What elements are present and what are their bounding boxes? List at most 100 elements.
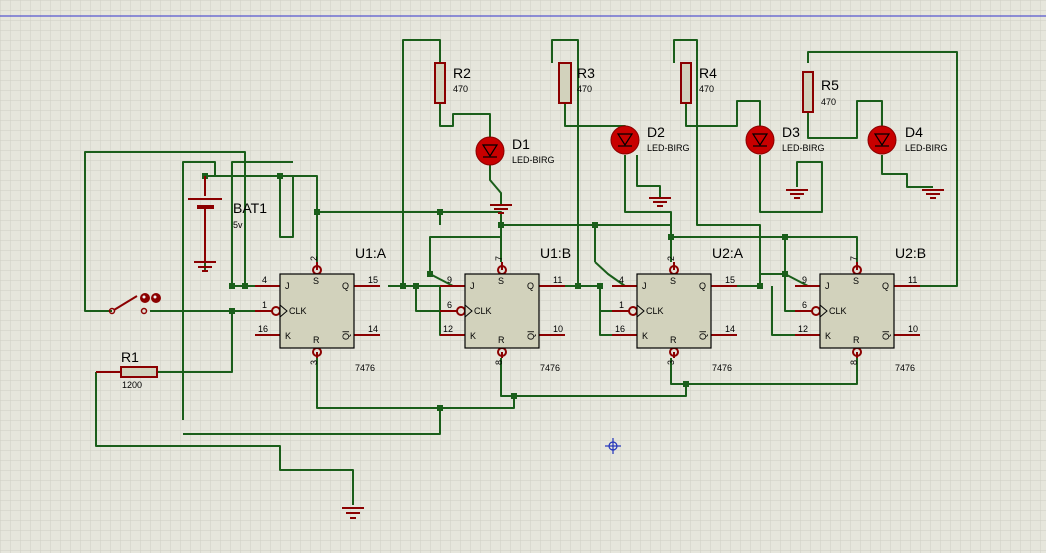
led-part-label: LED-BIRG [905, 143, 948, 153]
flipflop-u2a[interactable]: J CLK K Q QI S R 4 1 16 15 14 2 3 U2:A 7… [612, 245, 744, 373]
battery-bat1[interactable]: BAT1 5v [188, 176, 267, 262]
pin-number-s: 2 [309, 256, 319, 261]
chip-part-label: 7476 [540, 363, 560, 373]
pin-number-s: 7 [849, 256, 859, 261]
pin-number-s: 7 [494, 256, 504, 261]
resistor-value-label: 470 [699, 84, 714, 94]
resistor-ref-label: R5 [821, 77, 839, 93]
pin-name-qi: QI [698, 330, 708, 340]
pin-number-k: 12 [443, 324, 453, 334]
pin-name-s: S [498, 276, 504, 286]
resistor-value-label: 1200 [122, 380, 142, 390]
pin-number-k: 16 [258, 324, 268, 334]
pin-name-r: R [498, 335, 505, 345]
pin-number-r: 3 [309, 360, 319, 365]
resistor-value-label: 470 [821, 97, 836, 107]
resistor-r1[interactable]: R1 1200 [96, 349, 158, 390]
ground-icon [490, 204, 512, 214]
led-diode-icon [616, 133, 634, 147]
resistor-ref-label: R4 [699, 65, 717, 81]
crosshair-cursor-icon [605, 438, 621, 454]
led-diode-icon [873, 133, 891, 147]
pin-name-clk: CLK [646, 306, 664, 316]
pin-number-clk: 1 [619, 300, 624, 310]
flipflop-u1b[interactable]: J CLK K Q QI S R 9 6 12 11 10 7 8 U1:B 7… [440, 245, 571, 373]
chip-ref-label: U1:B [540, 245, 571, 261]
led-ref-label: D1 [512, 136, 530, 152]
resistor-r4[interactable]: R4 470 [680, 62, 717, 104]
pin-number-qi: 10 [553, 324, 563, 334]
led-d2[interactable]: D2 LED-BIRG [610, 124, 690, 155]
pin-number-clk: 6 [447, 300, 452, 310]
resistor-ref-label: R2 [453, 65, 471, 81]
pin-name-clk: CLK [829, 306, 847, 316]
pin-number-j: 4 [262, 275, 267, 285]
pin-number-j: 4 [619, 275, 624, 285]
led-part-label: LED-BIRG [647, 143, 690, 153]
pin-name-j: J [285, 281, 290, 291]
pin-name-k: K [825, 331, 831, 341]
ground-icon [342, 507, 364, 519]
pin-number-r: 8 [494, 360, 504, 365]
pin-number-qi: 14 [368, 324, 378, 334]
pin-name-j: J [470, 281, 475, 291]
pin-number-j: 9 [802, 275, 807, 285]
resistor-ref-label: R1 [121, 349, 139, 365]
chip-part-label: 7476 [895, 363, 915, 373]
resistor-value-label: 470 [577, 84, 592, 94]
pin-name-q: Q [527, 281, 534, 291]
pin-name-clk: CLK [474, 306, 492, 316]
pin-number-q: 11 [908, 275, 917, 285]
battery-value-label: 5v [233, 220, 243, 230]
pin-name-j: J [642, 281, 647, 291]
flipflop-u2b[interactable]: J CLK K Q QI S R 9 6 12 11 10 7 8 U2:B 7… [795, 245, 926, 373]
pin-number-s: 2 [666, 256, 676, 261]
pin-number-q: 11 [553, 275, 562, 285]
pin-name-qi: QI [881, 330, 891, 340]
led-ref-label: D2 [647, 124, 665, 140]
pin-name-q: Q [882, 281, 889, 291]
pin-name-clk: CLK [289, 306, 307, 316]
pin-name-q: Q [342, 281, 349, 291]
resistor-value-label: 470 [453, 84, 468, 94]
led-d3[interactable]: D3 LED-BIRG [745, 124, 825, 155]
pin-number-clk: 6 [802, 300, 807, 310]
ground-icon [649, 197, 671, 207]
pin-name-r: R [670, 335, 677, 345]
pin-name-qi: QI [526, 330, 536, 340]
pin-number-k: 12 [798, 324, 808, 334]
pin-number-q: 15 [368, 275, 378, 285]
pin-name-s: S [670, 276, 676, 286]
chip-part-label: 7476 [355, 363, 375, 373]
ground-icon [194, 261, 216, 272]
resistor-r3[interactable]: R3 470 [558, 62, 595, 104]
resistor-ref-label: R3 [577, 65, 595, 81]
pin-number-clk: 1 [262, 300, 267, 310]
pin-name-r: R [313, 335, 320, 345]
push-button-switch-icon[interactable] [108, 293, 162, 315]
flipflop-u1a[interactable]: J CLK K Q QI S R 4 1 16 15 14 2 3 U1:A 7… [255, 245, 387, 373]
pin-number-r: 8 [849, 360, 859, 365]
resistor-r2[interactable]: R2 470 [434, 62, 471, 104]
chip-ref-label: U2:A [712, 245, 744, 261]
led-part-label: LED-BIRG [512, 155, 555, 165]
led-diode-icon [481, 144, 499, 158]
pin-name-k: K [642, 331, 648, 341]
pin-number-r: 3 [666, 360, 676, 365]
chip-ref-label: U1:A [355, 245, 387, 261]
pin-number-q: 15 [725, 275, 735, 285]
led-diode-icon [751, 133, 769, 147]
led-ref-label: D4 [905, 124, 923, 140]
pin-name-r: R [853, 335, 860, 345]
resistor-r5[interactable]: R5 470 [802, 71, 839, 113]
chip-ref-label: U2:B [895, 245, 926, 261]
chip-part-label: 7476 [712, 363, 732, 373]
pin-number-k: 16 [615, 324, 625, 334]
battery-ref-label: BAT1 [233, 200, 267, 216]
pin-number-qi: 10 [908, 324, 918, 334]
pin-name-s: S [313, 276, 319, 286]
led-d1[interactable]: D1 LED-BIRG [475, 136, 555, 166]
ground-icon [922, 189, 944, 199]
led-d4[interactable]: D4 LED-BIRG [867, 124, 948, 155]
